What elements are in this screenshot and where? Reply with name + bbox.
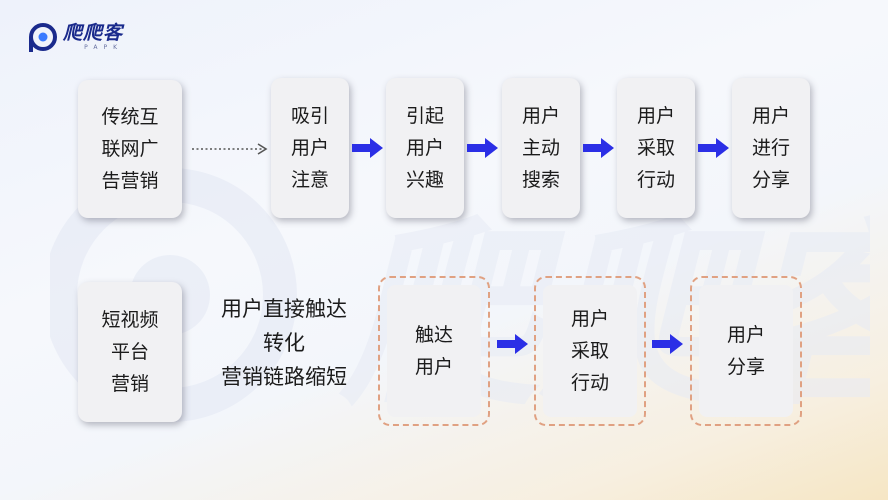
arrow-right-icon (652, 334, 683, 354)
step-label: 引起 用户 兴趣 (405, 105, 444, 191)
step-reach-users: 触达 用户 (378, 276, 490, 426)
arrow-right-icon (352, 138, 383, 158)
step-label: 用户 进行 分享 (751, 105, 790, 191)
step-share-short: 用户 分享 (690, 276, 802, 426)
source-short-video: 短视频 平台 营销 (78, 282, 182, 422)
brand-name: 爬爬客 (63, 21, 124, 44)
step-label: 用户 主动 搜索 (521, 105, 560, 191)
step-share: 用户 进行 分享 (732, 78, 810, 218)
arrow-right-icon (467, 138, 498, 158)
arrow-right-icon (497, 334, 528, 354)
source-traditional-label: 传统互 联网广 告营销 (101, 106, 159, 192)
dotted-arrow (192, 143, 268, 155)
step-take-action: 用户 采取 行动 (617, 78, 695, 218)
step-arouse-interest: 引起 用户 兴趣 (386, 78, 464, 218)
short-video-description: 用户直接触达 转化 营销链路缩短 (221, 297, 347, 389)
step-take-action-short: 用户 采取 行动 (534, 276, 646, 426)
brand-subtitle: PAPK (84, 43, 124, 51)
step-label: 用户 采取 行动 (570, 308, 609, 394)
logo-icon (29, 23, 57, 52)
arrow-right-icon (583, 138, 614, 158)
step-label: 吸引 用户 注意 (290, 105, 329, 191)
step-label: 用户 分享 (726, 324, 765, 378)
arrow-right-icon (698, 138, 729, 158)
source-short-video-label: 短视频 平台 营销 (101, 309, 159, 395)
step-active-search: 用户 主动 搜索 (502, 78, 580, 218)
step-attract-attention: 吸引 用户 注意 (271, 78, 349, 218)
step-label: 触达 用户 (414, 324, 453, 378)
step-label: 用户 采取 行动 (636, 105, 675, 191)
source-traditional-internet: 传统互 联网广 告营销 (78, 80, 182, 218)
brand-logo: 爬爬客 PAPK (28, 22, 123, 52)
